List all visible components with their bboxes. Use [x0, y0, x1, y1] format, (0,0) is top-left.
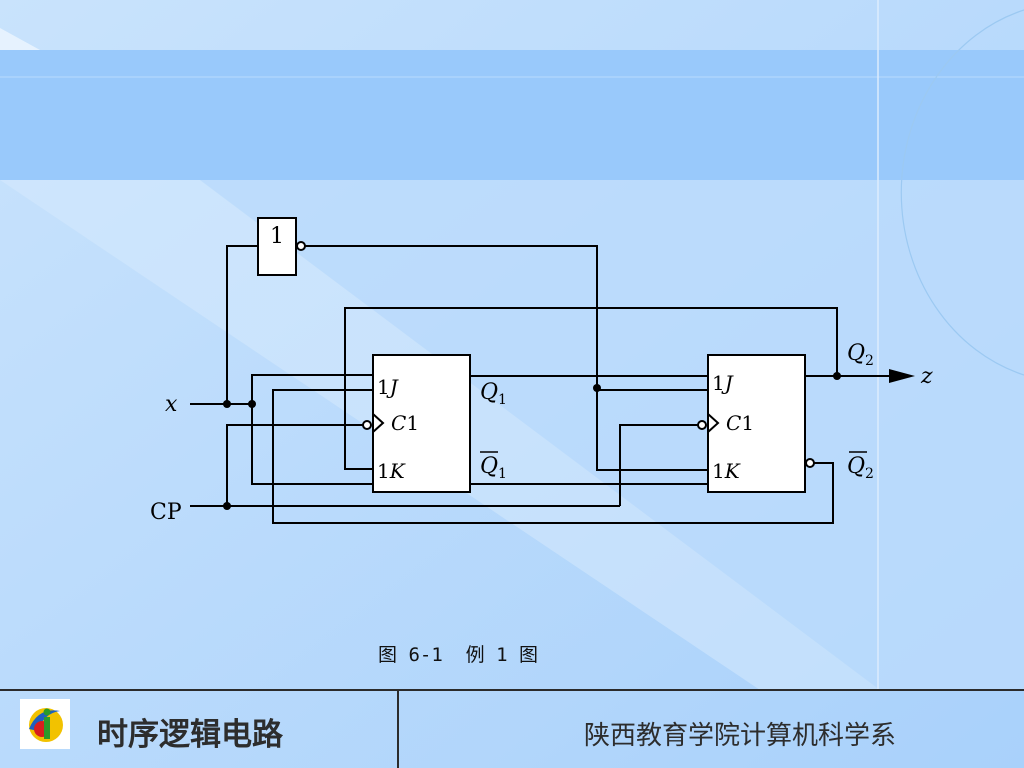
- not-gate-bubble: [296, 241, 306, 251]
- figure-caption: 图 6-1 例 1 图: [378, 644, 538, 666]
- ff1-qbar-label: Q1: [480, 454, 507, 482]
- ff1-j-label: 1J: [377, 375, 399, 399]
- footer-department: 陕西教育学院计算机科学系: [584, 721, 897, 751]
- ff2-c-label: C1: [726, 411, 754, 435]
- footer-left-panel: 时序逻辑电路: [0, 691, 399, 768]
- ff1-q-label: Q1: [480, 380, 507, 408]
- ff2-qbar-label: Q2: [847, 454, 874, 482]
- footer-title: 时序逻辑电路: [97, 717, 283, 753]
- input-x-label: x: [165, 392, 178, 417]
- output-z-label: z: [920, 364, 933, 389]
- flip-flop-1: [372, 354, 471, 493]
- slide-footer: 时序逻辑电路 陕西教育学院计算机科学系: [0, 689, 1024, 768]
- ff1-c-label: C1: [391, 411, 419, 435]
- ff1-k-label: 1K: [377, 459, 406, 483]
- institution-logo-icon: [20, 699, 70, 749]
- ff2-q-label: Q2: [847, 341, 874, 369]
- ff2-j-label: 1J: [712, 371, 734, 395]
- ff2-k-label: 1K: [712, 459, 741, 483]
- not-gate-label: 1: [270, 224, 284, 249]
- flip-flop-2: [707, 354, 806, 493]
- input-cp-label: CP: [150, 500, 182, 525]
- not-gate: [257, 217, 297, 276]
